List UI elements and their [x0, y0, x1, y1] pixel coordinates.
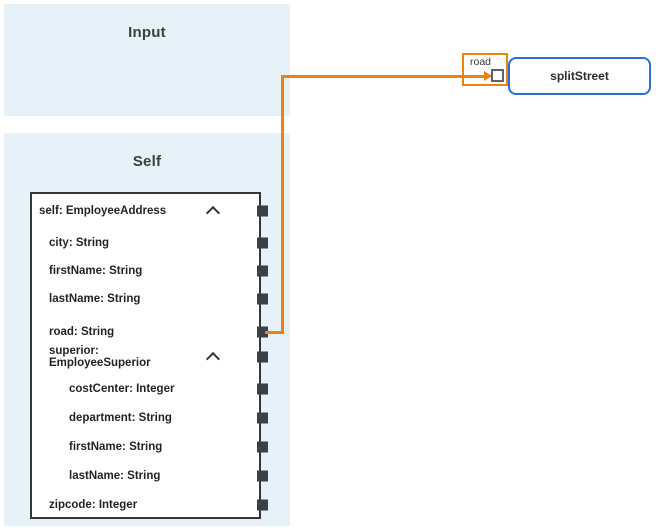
source-field-tag-label: road: [470, 56, 492, 68]
tree-row-label: self: EmployeeAddress: [39, 205, 167, 217]
output-port[interactable]: [257, 383, 268, 395]
tree-row-city[interactable]: city: String: [32, 232, 268, 254]
target-input-port[interactable]: [491, 69, 504, 82]
tree-row-superior[interactable]: superior: EmployeeSuperior: [32, 343, 268, 371]
output-port[interactable]: [257, 470, 268, 482]
tree-row-road[interactable]: road: String: [32, 321, 268, 343]
tree-row-label: zipcode: Integer: [49, 499, 138, 511]
tree-row-label: lastName: String: [69, 470, 161, 482]
tree-row-label: firstName: String: [49, 265, 143, 277]
source-field-tag: road: [462, 53, 508, 86]
connection-segment-horizontal-bottom: [265, 331, 284, 334]
connection-segment-vertical: [281, 75, 284, 334]
output-port-road[interactable]: [257, 326, 268, 338]
output-port[interactable]: [257, 351, 268, 363]
collapse-chevron-icon[interactable]: [205, 205, 221, 221]
tree-row-label: superior: EmployeeSuperior: [49, 345, 151, 369]
output-port[interactable]: [257, 412, 268, 424]
tree-row-label: costCenter: Integer: [69, 383, 175, 395]
split-street-node[interactable]: splitStreet: [508, 57, 651, 95]
self-panel-title: Self: [132, 153, 162, 170]
self-schema-tree: self: EmployeeAddress city: String first…: [30, 192, 268, 519]
output-port[interactable]: [257, 205, 268, 217]
connection-segment-horizontal-top: [281, 75, 486, 78]
tree-row-department[interactable]: department: String: [32, 407, 268, 429]
tree-row-self[interactable]: self: EmployeeAddress: [32, 200, 268, 222]
tree-row-label: road: String: [49, 326, 115, 338]
tree-row-firstname[interactable]: firstName: String: [32, 260, 268, 282]
connection-arrow-icon: [484, 71, 492, 81]
tree-row-lastname[interactable]: lastName: String: [32, 288, 268, 310]
tree-row-superior-lastname[interactable]: lastName: String: [32, 465, 268, 487]
input-panel-title: Input: [128, 24, 166, 41]
output-port[interactable]: [257, 293, 268, 305]
output-port[interactable]: [257, 441, 268, 453]
output-port[interactable]: [257, 237, 268, 249]
tree-row-label: lastName: String: [49, 293, 141, 305]
output-port[interactable]: [257, 265, 268, 277]
input-panel: Input: [4, 4, 290, 116]
tree-row-costcenter[interactable]: costCenter: Integer: [32, 378, 268, 400]
tree-row-label: city: String: [49, 237, 110, 249]
output-port[interactable]: [257, 499, 268, 511]
collapse-chevron-icon[interactable]: [205, 351, 221, 367]
tree-row-label: department: String: [69, 412, 172, 424]
tree-row-superior-firstname[interactable]: firstName: String: [32, 436, 268, 458]
tree-row-label: firstName: String: [69, 441, 163, 453]
tree-row-zipcode[interactable]: zipcode: Integer: [32, 494, 268, 516]
